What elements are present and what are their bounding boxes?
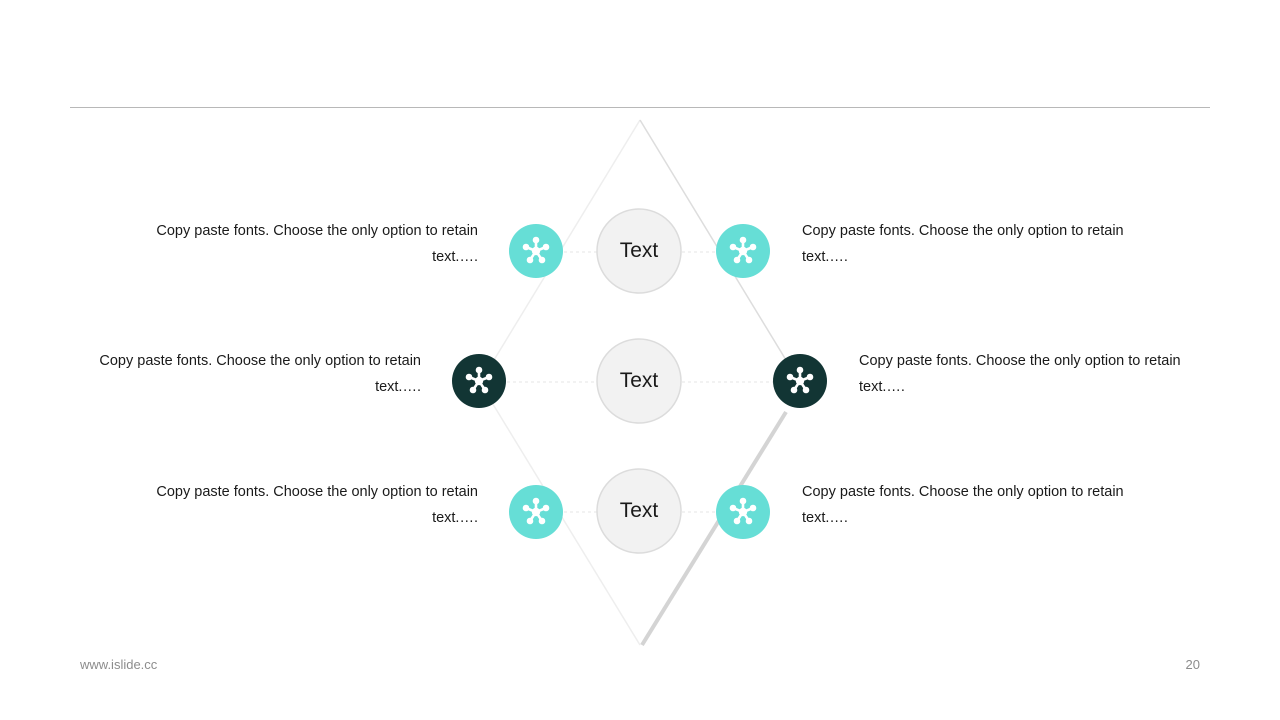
hub-circle-top [596,208,682,294]
center-label-top: Text [619,239,659,262]
description-top-left: Copy paste fonts. Choose the only option… [156,223,478,265]
top-divider-line [70,107,1210,108]
network-node-icon [451,353,507,409]
network-node-icon [508,484,564,540]
center-label-middle: Text [619,369,659,392]
network-node-icon [508,223,564,279]
description-middle-right: Copy paste fonts. Choose the only option… [859,353,1181,395]
network-node-icon [772,353,828,409]
connector-lines [507,251,773,513]
center-label-bottom: Text [619,499,659,522]
description-top-right: Copy paste fonts. Choose the only option… [802,223,1124,265]
hub-circles [596,208,682,554]
page-number: 20 [1185,657,1200,672]
description-middle-left: Copy paste fonts. Choose the only option… [99,353,421,395]
footer-url: www.islide.cc [80,657,158,672]
hub-circle-bottom [596,468,682,554]
description-bottom-left: Copy paste fonts. Choose the only option… [156,484,478,526]
description-bottom-right: Copy paste fonts. Choose the only option… [802,484,1124,526]
hub-circle-middle [596,338,682,424]
network-node-icon [715,484,771,540]
network-node-icon [715,223,771,279]
